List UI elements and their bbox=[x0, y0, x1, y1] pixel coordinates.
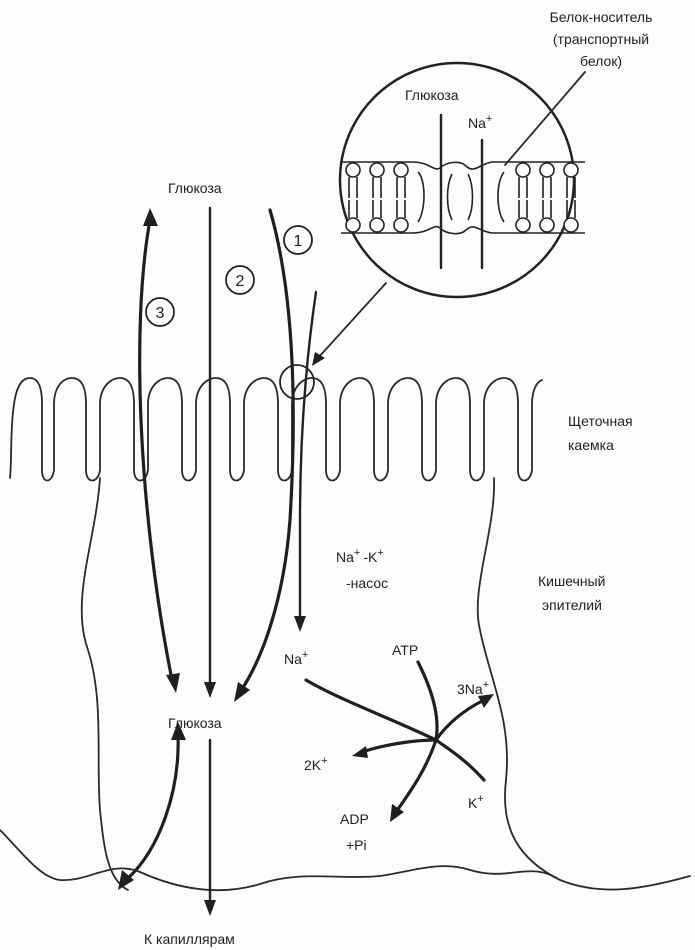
route-3-lower-arrowhead-up bbox=[171, 722, 186, 740]
route-2-arrowhead bbox=[204, 682, 216, 698]
k-plus-label: K+ bbox=[468, 793, 484, 811]
route-3-arrow bbox=[138, 218, 174, 682]
glucose-top-label: Глюкоза bbox=[168, 180, 222, 196]
route-3-lower-arrow bbox=[124, 733, 180, 882]
glucose-to-capillaries-arrowhead bbox=[204, 900, 216, 916]
svg-text:эпителий: эпителий bbox=[542, 597, 602, 613]
route-3-lower-arrowhead-down bbox=[118, 870, 134, 890]
right-cell-boundary bbox=[476, 477, 691, 891]
route-3-arrowhead-up bbox=[143, 208, 158, 226]
sodium-entry-line bbox=[298, 290, 318, 622]
route-1-number: 1 bbox=[294, 233, 303, 250]
magnifier-pointer bbox=[317, 282, 387, 359]
inset-glucose-label: Глюкоза bbox=[405, 87, 459, 103]
route-2-number: 2 bbox=[236, 273, 245, 290]
svg-text:(транспортный: (транспортный bbox=[553, 31, 649, 47]
epithelium-label: Кишечный эпителий bbox=[538, 573, 605, 613]
svg-text:Белок-носитель: Белок-носитель bbox=[550, 9, 653, 25]
pump-reaction-arrows bbox=[304, 660, 494, 822]
magnified-region-circle bbox=[279, 364, 315, 400]
svg-text:каемка: каемка bbox=[568, 437, 614, 453]
route-1-marker bbox=[283, 225, 313, 255]
to-capillaries-label: К капиллярам bbox=[144, 931, 235, 947]
basal-membrane bbox=[0, 829, 561, 892]
sodium-inside-label: Na+ bbox=[284, 649, 308, 667]
svg-text:белок): белок) bbox=[580, 53, 622, 69]
pi-label: +Pi bbox=[346, 837, 367, 853]
svg-text:Щеточная: Щеточная bbox=[568, 413, 633, 429]
carrier-protein-label: Белок-носитель (транспортный белок) bbox=[550, 9, 653, 69]
glucose-bottom-label: Глюкоза bbox=[168, 715, 222, 731]
route-3-number: 3 bbox=[156, 305, 165, 322]
sodium-entry-arrowhead bbox=[294, 616, 306, 632]
route-2-marker bbox=[225, 265, 255, 295]
svg-text:Na+-K+: Na+-K+ bbox=[336, 547, 384, 565]
route-1-arrow bbox=[238, 208, 295, 694]
svg-text:-насос: -насос bbox=[346, 575, 388, 591]
route-3-marker bbox=[145, 297, 175, 327]
atp-label: ATP bbox=[392, 642, 418, 658]
three-na-label: 3Na+ bbox=[457, 679, 489, 697]
inset-sodium-label: Na+ bbox=[468, 113, 492, 131]
route-3-arrowhead-down bbox=[166, 673, 180, 693]
route-1-arrowhead bbox=[234, 682, 250, 702]
lipid-bilayer bbox=[341, 161, 585, 235]
adp-label: ADP bbox=[340, 811, 369, 827]
svg-text:Кишечный: Кишечный bbox=[538, 573, 605, 589]
brush-border-membrane bbox=[9, 377, 543, 482]
carrier-protein-leader bbox=[504, 71, 586, 166]
pump-label: Na+-K+ -насос bbox=[336, 547, 388, 591]
membrane-inset: Глюкоза Na+ bbox=[338, 61, 585, 299]
left-cell-boundary bbox=[80, 477, 129, 891]
brush-border-label: Щеточная каемка bbox=[568, 413, 633, 453]
two-k-label: 2K+ bbox=[304, 755, 328, 773]
magnifier-pointer-arrowhead bbox=[312, 352, 325, 366]
